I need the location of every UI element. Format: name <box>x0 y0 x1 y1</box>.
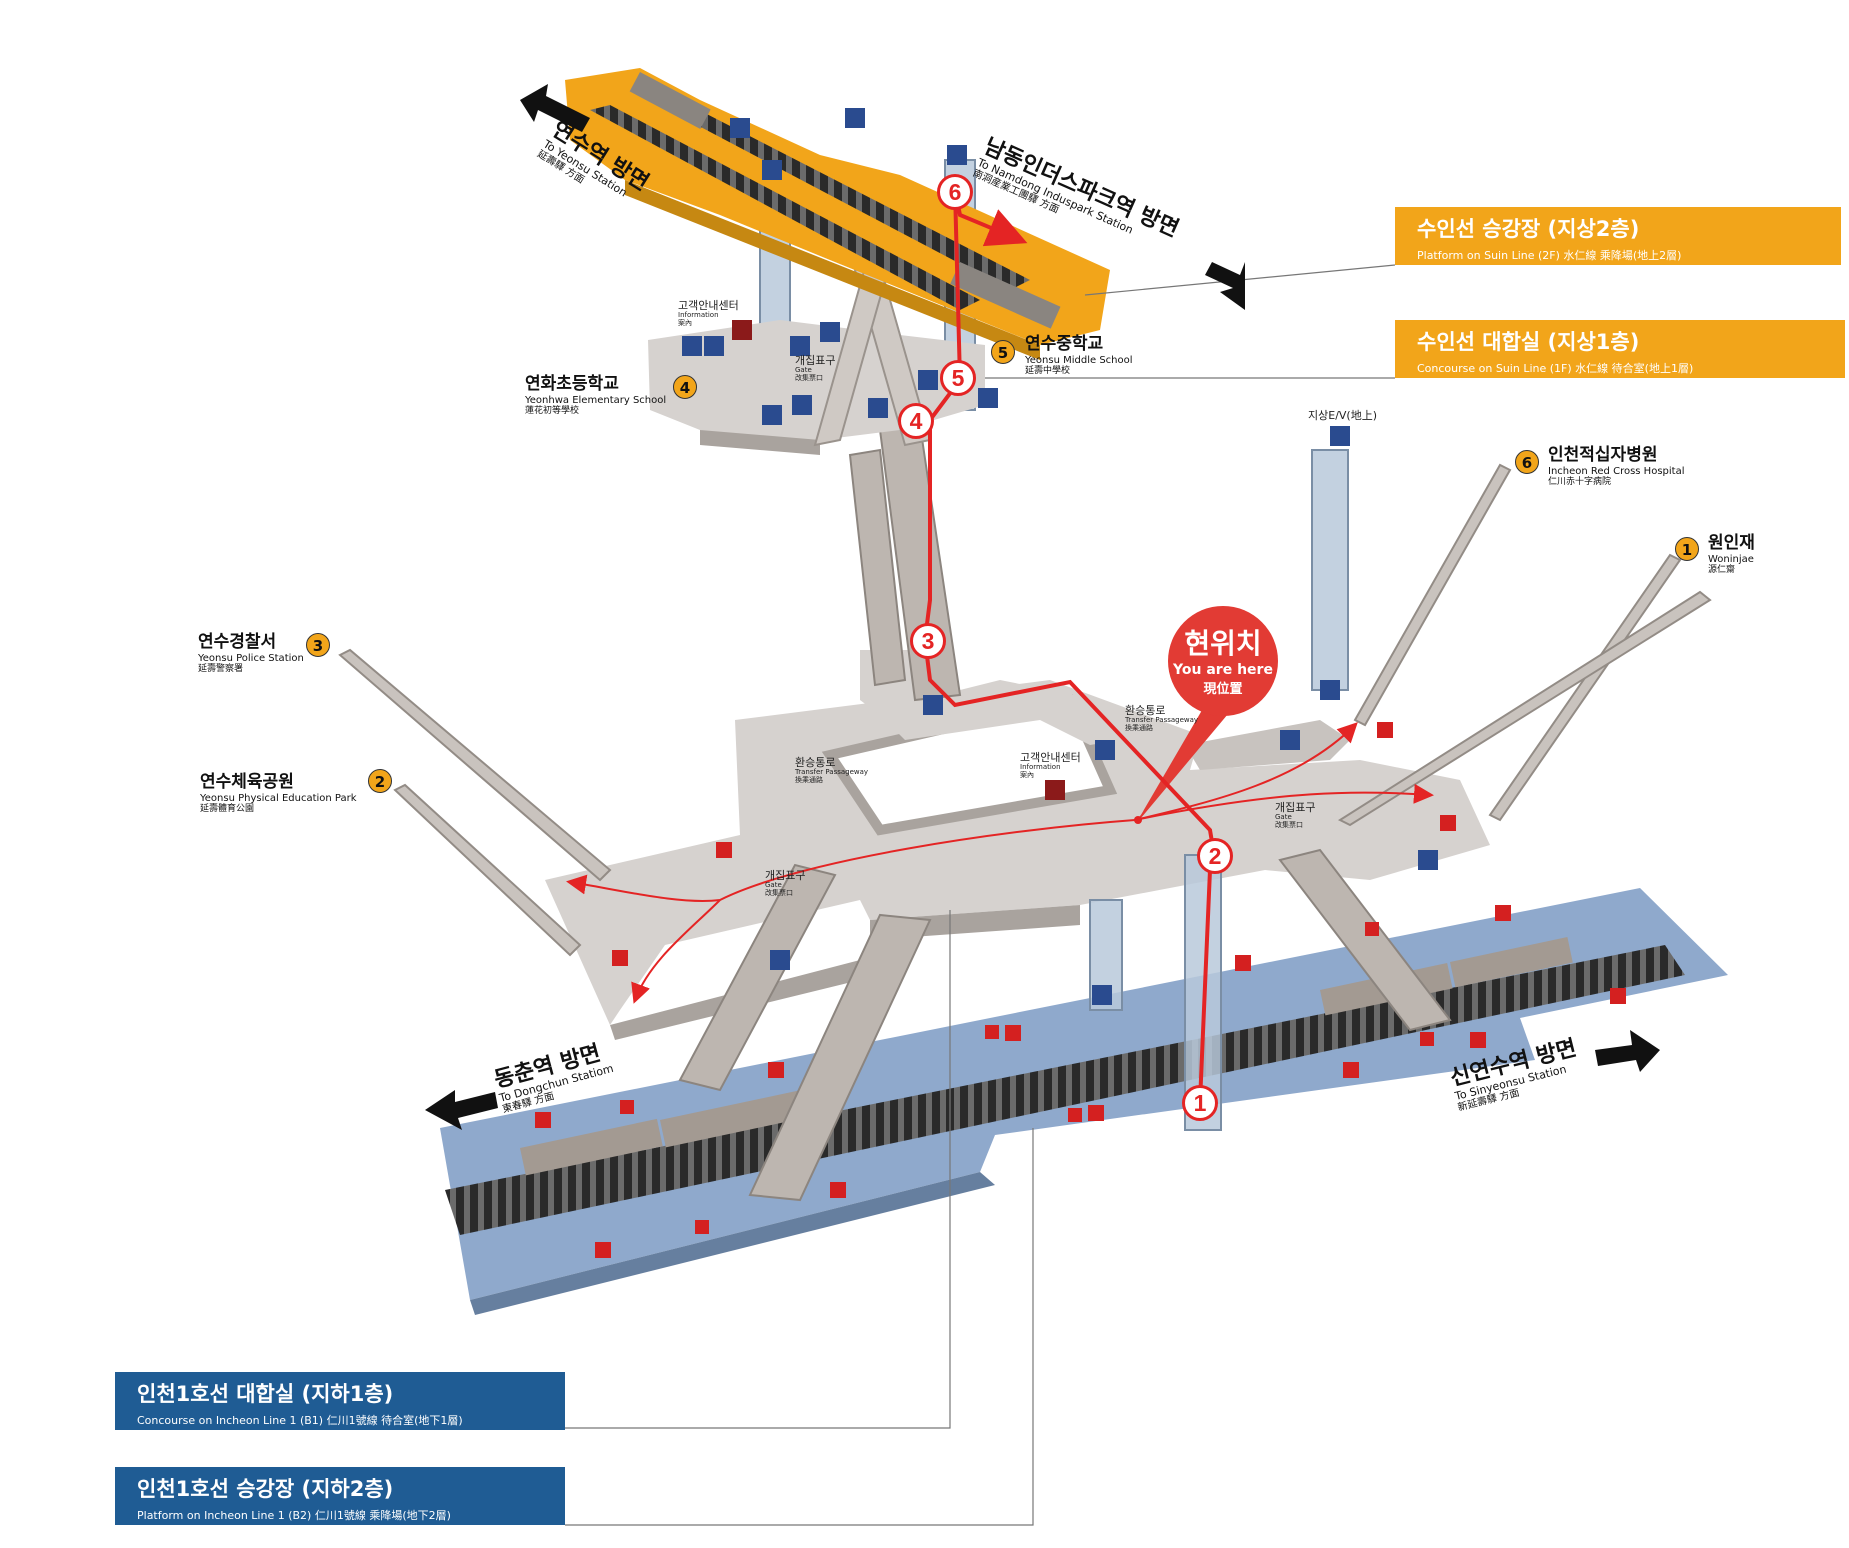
exit-1-label: 원인재 Woninjae 源仁齋 <box>1708 533 1755 576</box>
fire-extinguisher-icon <box>595 1242 611 1258</box>
exit-6-number: 6 <box>1515 450 1539 474</box>
info-icon <box>732 320 752 340</box>
phone-icon <box>1420 1032 1434 1046</box>
info-icon <box>1045 780 1065 800</box>
exit-4-number: 4 <box>673 375 697 399</box>
fire-extinguisher-icon <box>535 1112 551 1128</box>
exit-2-label: 연수체육공원 Yeonsu Physical Education Park 延壽… <box>200 772 357 815</box>
escalator-icon <box>918 370 938 390</box>
transfer-passage-label-west: 환승통로 Transfer Passageway 換乘通路 <box>795 756 869 784</box>
fire-extinguisher-icon <box>1377 722 1393 738</box>
exit-4-label: 연화초등학교 Yeonhwa Elementary School 蓮花初等學校 <box>525 374 667 417</box>
route-step-5: 5 <box>940 360 976 396</box>
facility-icons <box>682 108 1438 1005</box>
suin-platform <box>565 68 1110 360</box>
route-step-6: 6 <box>937 174 973 210</box>
floor-label-incheon-platform: 인천1호선 승강장 (지하2층) Platform on Incheon Lin… <box>115 1467 565 1525</box>
exit-5-label: 연수중학교 Yeonsu Middle School 延壽中學校 <box>1025 334 1133 377</box>
fire-extinguisher-icon <box>830 1182 846 1198</box>
phone-icon <box>695 1220 709 1234</box>
elevator-icon <box>1095 740 1115 760</box>
nursing-room-icon <box>790 336 810 356</box>
fire-extinguisher-icon <box>1610 988 1626 1004</box>
info-center-label-b1: 고객안내센터 Information 案內 <box>1020 751 1081 779</box>
escalator-icon <box>923 695 943 715</box>
escalator-icon <box>792 395 812 415</box>
escalators <box>678 423 1452 1202</box>
exit-3-number: 3 <box>306 633 330 657</box>
fire-extinguisher-icon <box>1005 1025 1021 1041</box>
safety-markers <box>535 722 1626 1258</box>
fire-extinguisher-icon <box>612 950 628 966</box>
restroom-icon <box>1418 850 1438 870</box>
exit-5-number: 5 <box>991 340 1015 364</box>
elevator-icon <box>978 388 998 408</box>
elevator-icon <box>1320 680 1340 700</box>
current-location-badge: 현위치 You are here 現位置 <box>1168 606 1278 716</box>
elevator-icon <box>1330 426 1350 446</box>
floor-label-suin-concourse: 수인선 대합실 (지상1층) Concourse on Suin Line (1… <box>1395 320 1845 378</box>
exit-1-number: 1 <box>1675 537 1699 561</box>
transfer-passage-label-north: 환승통로 Transfer Passageway 換乘通路 <box>1125 704 1199 732</box>
exit-3-label: 연수경찰서 Yeonsu Police Station 延壽警察署 <box>198 632 304 675</box>
nursing-room-icon <box>1280 730 1300 750</box>
info-center-label-1f: 고객안내센터 Information 案內 <box>678 299 739 327</box>
restroom-icon <box>704 336 724 356</box>
exit-6-label: 인천적십자병원 Incheon Red Cross Hospital 仁川赤十字… <box>1548 445 1685 488</box>
phone-icon <box>1068 1108 1082 1122</box>
route-step-2: 2 <box>1197 838 1233 874</box>
gate-label-b1-west: 개집표구 Gate 改集票口 <box>765 869 806 897</box>
elevator-icon <box>947 145 967 165</box>
current-location-ko: 현위치 <box>1184 627 1262 660</box>
nursing-room-icon <box>770 950 790 970</box>
elevator-icon <box>762 405 782 425</box>
route-step-4: 4 <box>898 403 934 439</box>
fire-extinguisher-icon <box>1470 1032 1486 1048</box>
phone-icon <box>620 1100 634 1114</box>
fire-extinguisher-icon <box>1343 1062 1359 1078</box>
fire-extinguisher-icon <box>1440 815 1456 831</box>
nursing-room-icon <box>820 322 840 342</box>
gate-label-1f: 개집표구 Gate 改集票口 <box>795 354 836 382</box>
floor-label-suin-platform: 수인선 승강장 (지상2층) Platform on Suin Line (2F… <box>1395 207 1841 265</box>
fire-extinguisher-icon <box>1235 955 1251 971</box>
elevator-icon <box>762 160 782 180</box>
gate-label-b1-east: 개집표구 Gate 改集票口 <box>1275 801 1316 829</box>
direction-arrows <box>425 84 1660 1130</box>
fire-extinguisher-icon <box>1088 1105 1104 1121</box>
flow-arrows <box>566 722 1434 1004</box>
current-location-en: You are here <box>1173 662 1273 678</box>
fire-extinguisher-icon <box>768 1062 784 1078</box>
fire-extinguisher-icon <box>1495 905 1511 921</box>
escalator-icon <box>868 398 888 418</box>
current-location-cn: 現位置 <box>1203 682 1243 697</box>
escalator-icon <box>845 108 865 128</box>
ground-elevator-label: 지상E/V(地上) <box>1308 409 1378 422</box>
route-step-1: 1 <box>1182 1085 1218 1121</box>
elevator-icon <box>1092 985 1112 1005</box>
fire-extinguisher-icon <box>716 842 732 858</box>
phone-icon <box>985 1025 999 1039</box>
phone-icon <box>1365 922 1379 936</box>
floor-label-incheon-concourse: 인천1호선 대합실 (지하1층) Concourse on Incheon Li… <box>115 1372 565 1430</box>
exit-2-number: 2 <box>368 769 392 793</box>
elevator-shafts <box>759 159 1349 1131</box>
escalator-icon <box>730 118 750 138</box>
route-step-3: 3 <box>910 623 946 659</box>
wheelchair-icon <box>682 336 702 356</box>
exit-stairs <box>338 463 1712 957</box>
